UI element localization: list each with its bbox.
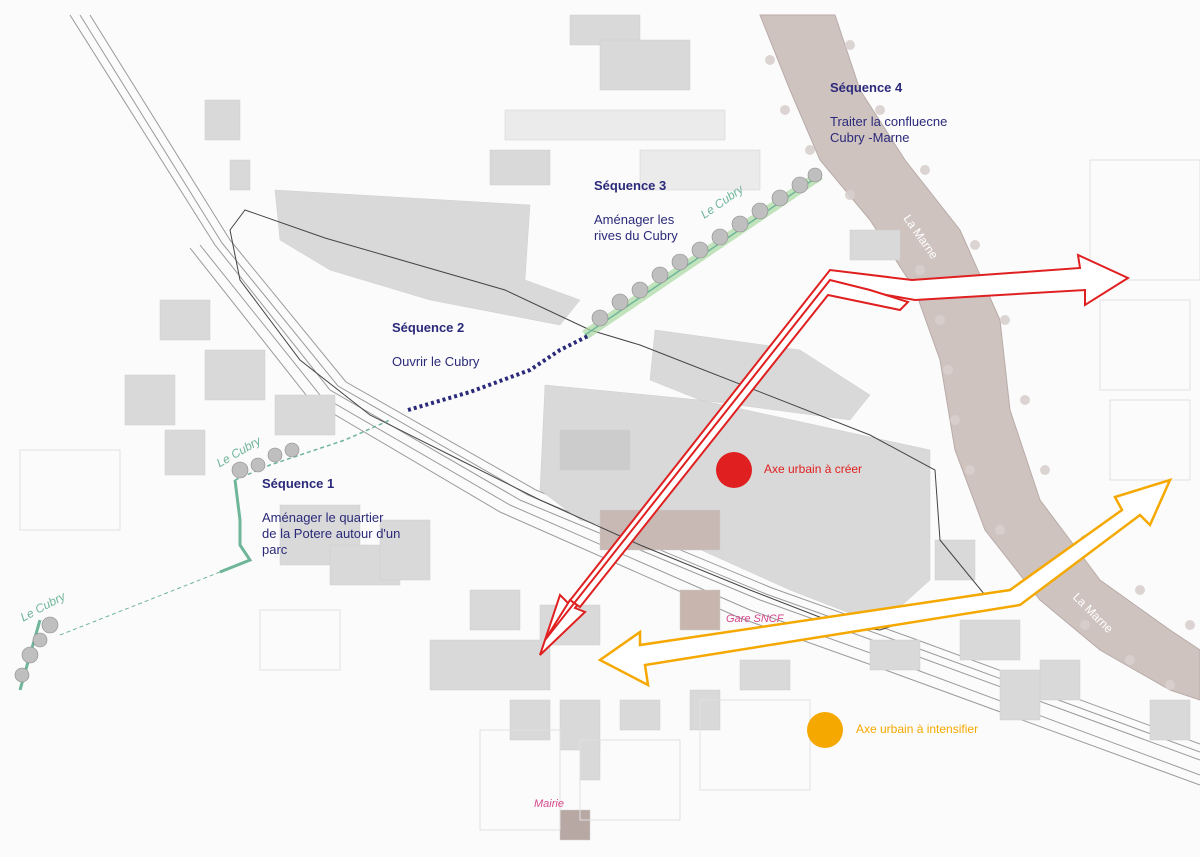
sequence-4-title: Séquence 4 — [830, 80, 903, 95]
sequence-2-title: Séquence 2 — [392, 320, 465, 335]
sequence-3-title: Séquence 3 — [594, 178, 667, 193]
new-axis-arrows — [539, 253, 1131, 656]
station-label: Gare SNCF — [726, 613, 784, 625]
parcels — [19, 159, 1200, 831]
cubry-green-corridor — [14, 167, 823, 691]
sequence-2-description: Ouvrir le Cubry — [392, 354, 480, 369]
sequence-4-description: Traiter la confluecne Cubry -Marne — [830, 114, 948, 145]
intensify-axis-legend-dot — [807, 712, 843, 748]
marne-river — [759, 14, 1200, 701]
new-axis-legend-label: Axe urbain à créer — [764, 462, 863, 476]
intensify-axis-arrows — [597, 477, 1173, 688]
sequence-2-link — [407, 333, 591, 412]
sequence-3-description: Aménager les rives du Cubry — [594, 212, 678, 243]
sequence-1-description: Aménager le quartier de la Potere autour… — [262, 510, 401, 557]
buildings — [124, 14, 1191, 841]
new-axis-legend-dot — [716, 452, 752, 488]
town-hall-label: Mairie — [534, 798, 564, 810]
intensify-axis-legend-label: Axe urbain à intensifier — [856, 722, 979, 736]
sequence-1-title: Séquence 1 — [262, 476, 335, 491]
